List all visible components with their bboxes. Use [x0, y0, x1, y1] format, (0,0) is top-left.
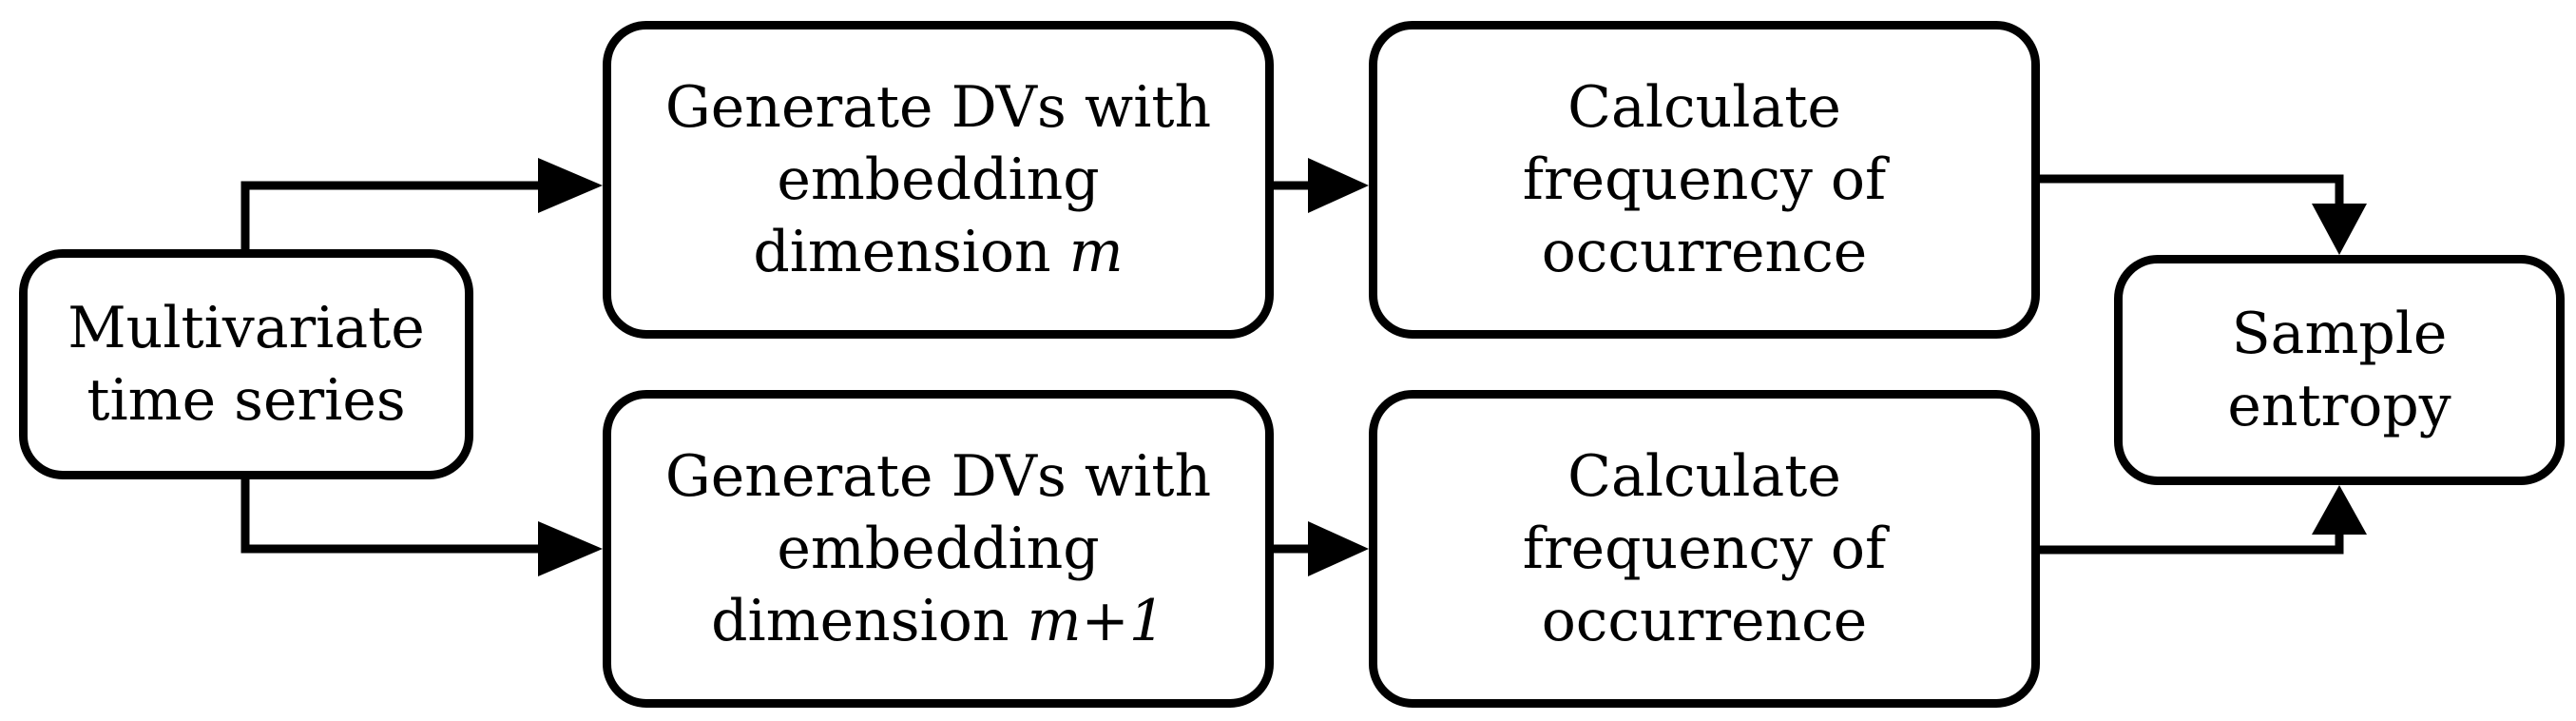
label-line: occurrence	[1541, 219, 1868, 285]
label-line: dimension m	[665, 216, 1211, 288]
node-multivariate-time-series: Multivariate time series	[19, 249, 473, 479]
node-calculate-frequency-m: Calculate frequency of occurrence	[1369, 21, 2040, 339]
edge-gen-m-to-freq-m	[1274, 158, 1369, 213]
label-line: dimension m+1	[665, 585, 1211, 657]
label-line: Multivariate	[67, 295, 425, 361]
label-line: Generate DVs with	[664, 74, 1212, 141]
label-line: frequency of	[1522, 516, 1887, 582]
node-label: Sample entropy	[2227, 298, 2451, 442]
node-generate-dvs-m: Generate DVs with embedding dimension m	[603, 21, 1274, 339]
label-line: Calculate	[1567, 443, 1841, 510]
label-line: occurrence	[1541, 588, 1868, 654]
variable-m: m	[1068, 219, 1124, 285]
edge-freq-m1-to-output	[2040, 485, 2367, 555]
node-label: Multivariate time series	[67, 292, 425, 437]
edge-freq-m-to-output	[2040, 174, 2367, 255]
label-line: Generate DVs with	[664, 443, 1212, 510]
label-line: frequency of	[1522, 146, 1887, 213]
label-line: Sample	[2231, 301, 2448, 367]
edge-input-to-gen-m1	[240, 479, 603, 576]
edge-input-to-gen-m	[240, 158, 603, 249]
label-line: time series	[87, 367, 406, 434]
node-label: Calculate frequency of occurrence	[1523, 440, 1887, 657]
edge-gen-m1-to-freq-m1	[1274, 521, 1369, 576]
node-label: Calculate frequency of occurrence	[1523, 71, 1887, 288]
node-label: Generate DVs with embedding dimension m+…	[665, 440, 1211, 657]
label-line: Calculate	[1567, 74, 1841, 141]
label-text: dimension	[711, 588, 1028, 654]
label-line: embedding	[777, 516, 1100, 582]
label-text: dimension	[753, 219, 1069, 285]
node-label: Generate DVs with embedding dimension m	[665, 71, 1211, 288]
variable-m-plus-1: m+1	[1027, 588, 1165, 654]
node-calculate-frequency-m-plus-1: Calculate frequency of occurrence	[1369, 390, 2040, 708]
label-line: entropy	[2227, 373, 2451, 439]
node-sample-entropy: Sample entropy	[2114, 255, 2565, 485]
label-line: embedding	[777, 146, 1100, 213]
node-generate-dvs-m-plus-1: Generate DVs with embedding dimension m+…	[603, 390, 1274, 708]
